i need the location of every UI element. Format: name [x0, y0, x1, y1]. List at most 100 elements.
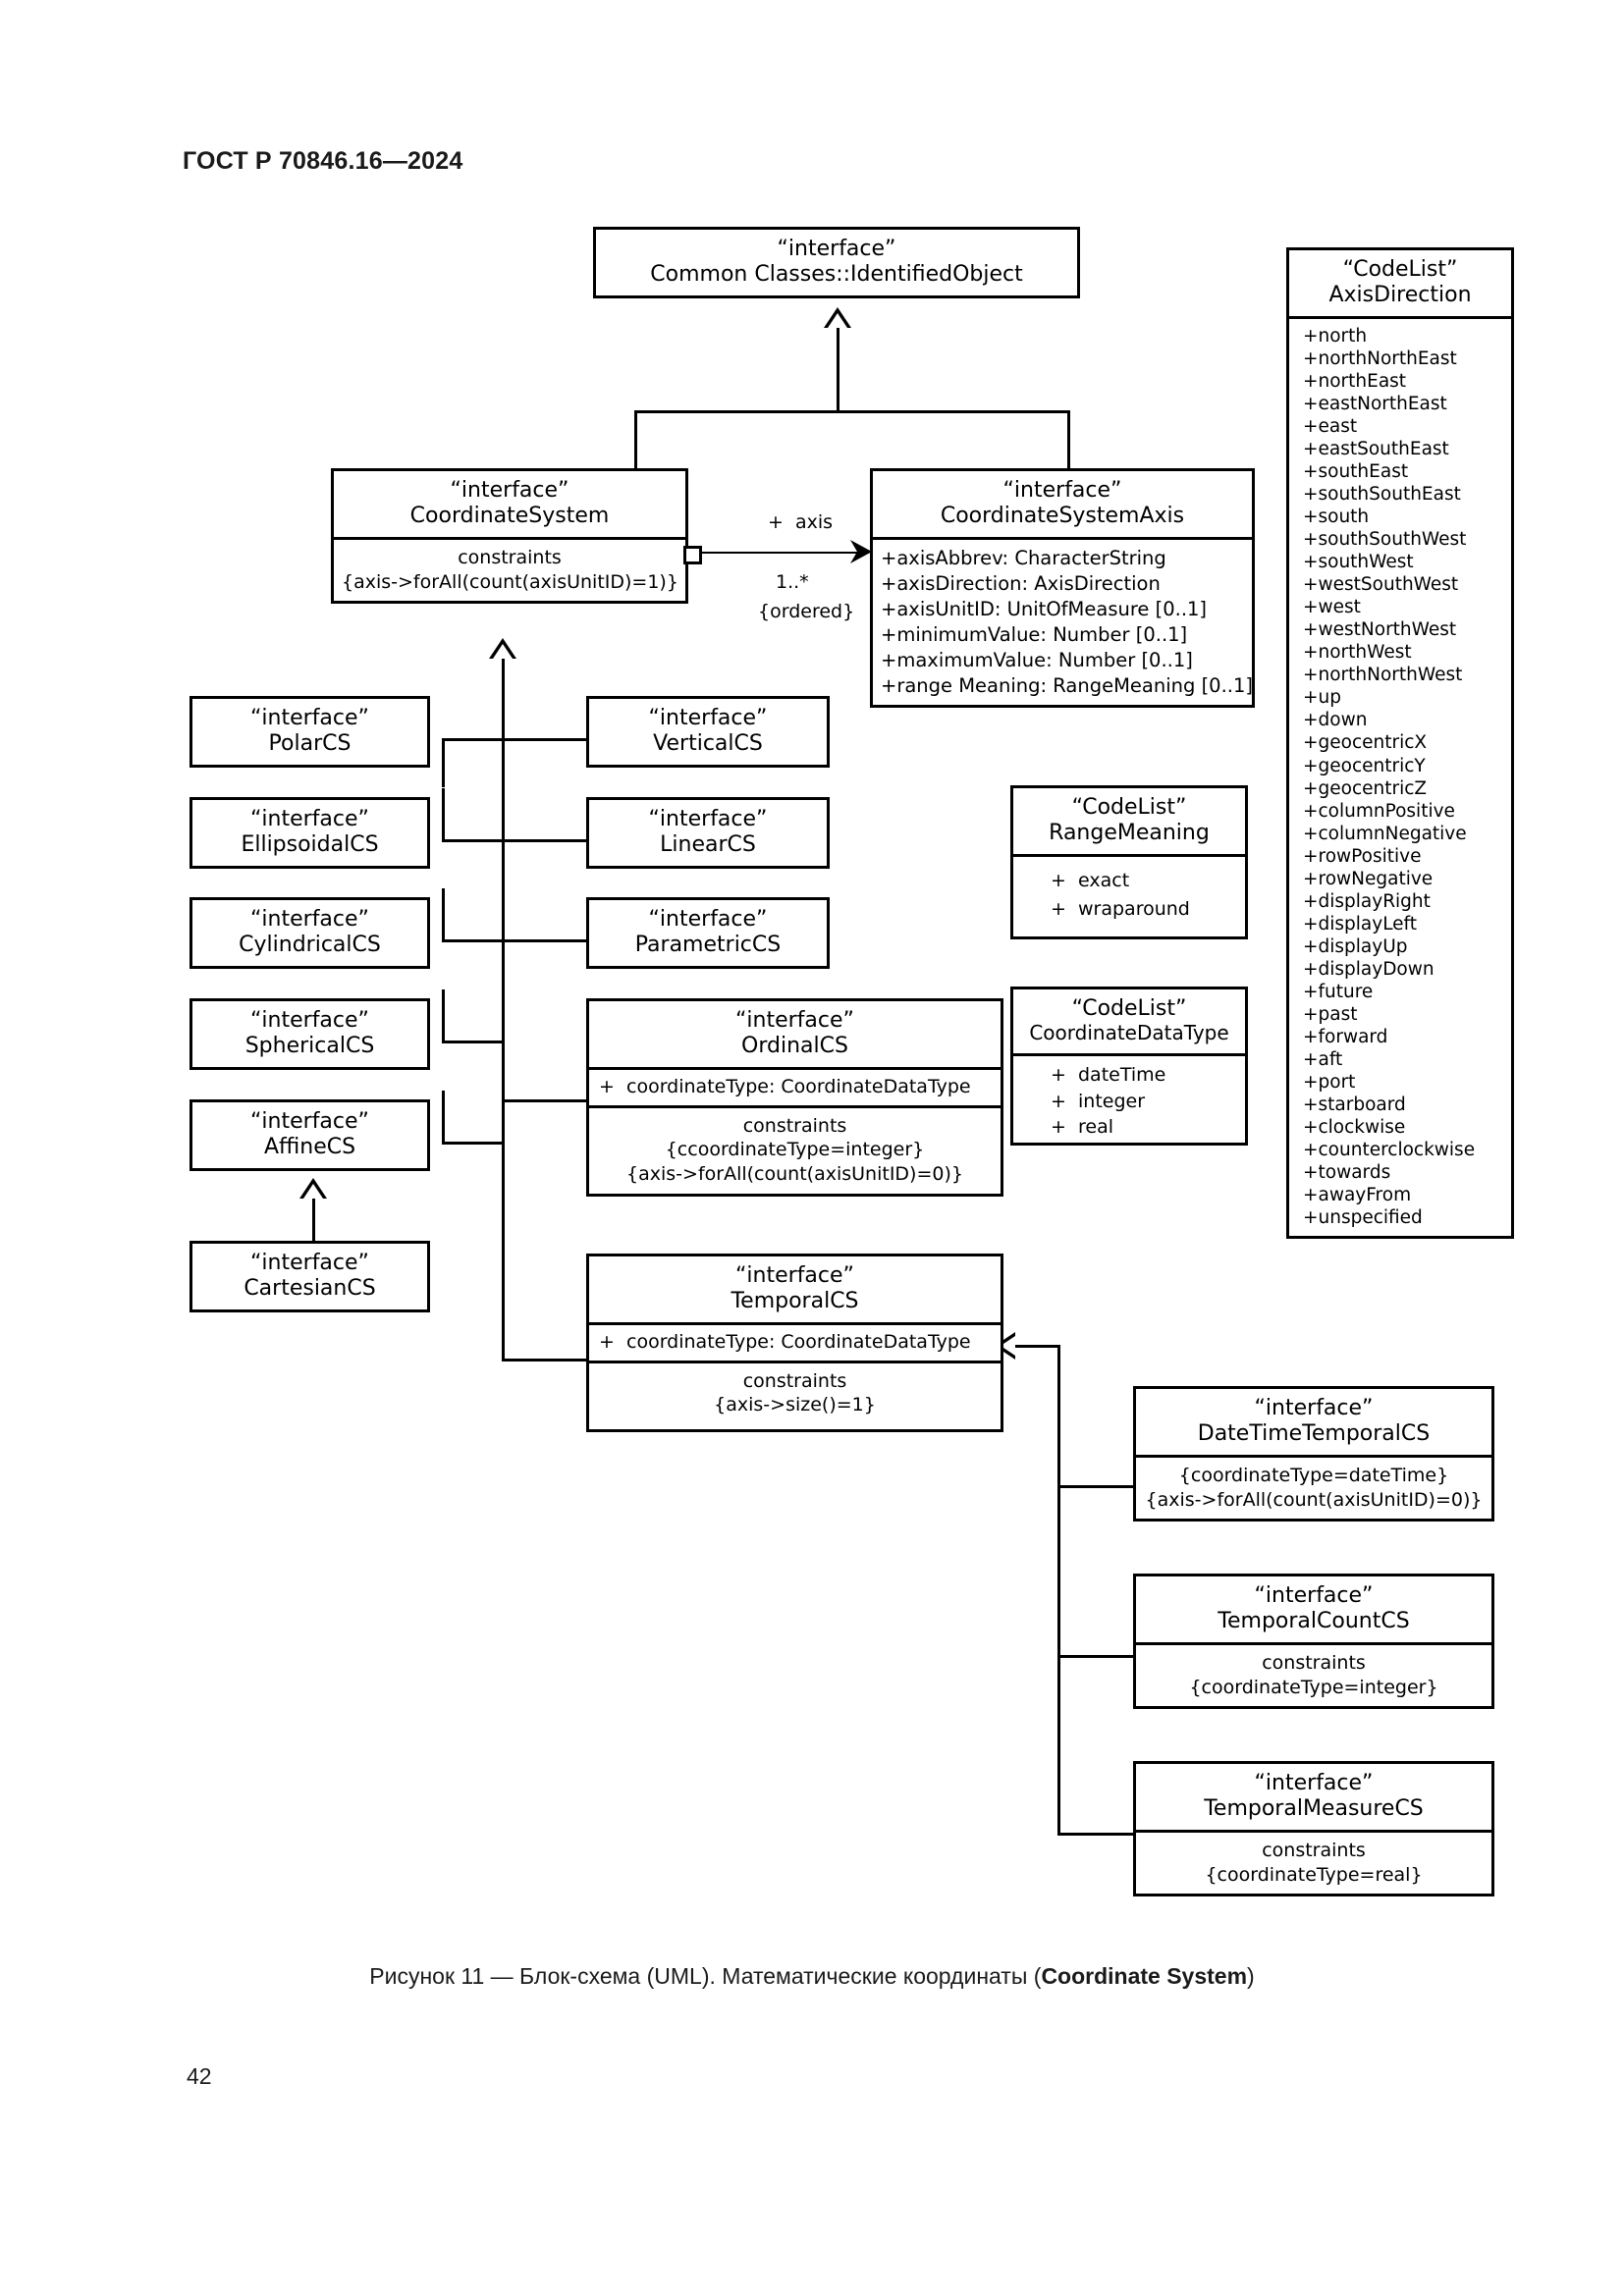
class-constraints: {coordinateType=dateTime} {axis->forAll(… [1136, 1454, 1491, 1519]
codelist-value: +eastSouthEast [1303, 439, 1449, 460]
connector-cs-subclass-trunk [502, 656, 505, 1361]
connector-stub-cylindricalcs [442, 939, 503, 942]
codelist-value: +clockwise [1303, 1117, 1406, 1138]
class-name: Common Classes::IdentifiedObject [650, 261, 1023, 287]
codelist-value: +rowPositive [1303, 845, 1422, 867]
connector-axis-association [687, 552, 869, 554]
class-ellipsoidalcs[interactable]: “interface” EllipsoidalCS [189, 797, 430, 869]
attribute-line: + coordinateType: CoordinateDataType [599, 1075, 971, 1097]
class-parametriccs[interactable]: “interface” ParametricCS [586, 897, 830, 969]
class-header: “interface” PolarCS [192, 699, 427, 765]
connector-vert-cylindricalcs [442, 888, 445, 940]
codelist-header: “CodeList” RangeMeaning [1013, 788, 1245, 854]
class-polarcs[interactable]: “interface” PolarCS [189, 696, 430, 768]
connector-stub-datetimetemporalcs [1057, 1485, 1134, 1488]
class-name: EllipsoidalCS [241, 831, 379, 857]
class-temporalcountcs[interactable]: “interface” TemporalCountCS constraints … [1133, 1574, 1494, 1710]
class-temporalmeasurecs[interactable]: “interface” TemporalMeasureCS constraint… [1133, 1761, 1494, 1897]
class-linearcs[interactable]: “interface” LinearCS [586, 797, 830, 869]
codelist-value: +northNorthEast [1303, 347, 1457, 369]
association-ordering-label: {ordered} [758, 601, 855, 622]
class-attributes: +axisAbbrev: CharacterString +axisDirect… [873, 536, 1253, 706]
codelist-value: + exact [1051, 869, 1130, 891]
codelist-value: +future [1303, 981, 1374, 1002]
connector-stub-parametriccs [502, 939, 588, 942]
codelist-value: + wraparound [1051, 898, 1190, 921]
class-constraints: constraints {ccoordinateType=integer} {a… [589, 1104, 1001, 1194]
codelist-coordinatedatatype[interactable]: “CodeList” CoordinateDataType + dateTime… [1010, 987, 1248, 1147]
class-temporalcs[interactable]: “interface” TemporalCS + coordinateType:… [586, 1254, 1003, 1432]
codelist-value: +starboard [1303, 1094, 1406, 1115]
constraint-line: constraints [742, 1369, 847, 1392]
codelist-value: +rowNegative [1303, 868, 1434, 889]
stereotype-label: “interface” [735, 1263, 854, 1288]
class-ordinalcs[interactable]: “interface” OrdinalCS + coordinateType: … [586, 998, 1003, 1197]
connector-vert-polarcs [442, 738, 445, 787]
class-coordinatesystemaxis[interactable]: “interface” CoordinateSystemAxis +axisAb… [870, 468, 1255, 709]
class-cartesiancs[interactable]: “interface” CartesianCS [189, 1241, 430, 1312]
class-header: “interface” Common Classes::IdentifiedOb… [596, 230, 1077, 295]
codelist-name: CoordinateDataType [1029, 1020, 1229, 1044]
codelist-name: RangeMeaning [1049, 820, 1210, 845]
stereotype-label: “interface” [735, 1008, 854, 1033]
constraint-line: {axis->forAll(count(axisUnitID)=1)} [342, 570, 678, 593]
stereotype-label: “interface” [250, 1008, 369, 1033]
connector-vert-sphericalcs [442, 989, 445, 1041]
connector-to-coordinatesystem [634, 410, 637, 471]
codelist-value: + dateTime [1051, 1063, 1166, 1086]
codelist-header: “CodeList” AxisDirection [1289, 250, 1511, 316]
codelist-value: +displayLeft [1303, 913, 1417, 934]
codelist-value: + real [1051, 1116, 1114, 1139]
codelist-value: +past [1303, 1003, 1358, 1025]
codelist-value: +northWest [1303, 642, 1412, 664]
stereotype-label: “interface” [1002, 478, 1122, 503]
stereotype-label: “interface” [450, 478, 569, 503]
class-verticalcs[interactable]: “interface” VerticalCS [586, 696, 830, 768]
constraint-line: constraints [1262, 1651, 1366, 1674]
class-header: “interface” ParametricCS [589, 900, 827, 966]
class-affinecs[interactable]: “interface” AffineCS [189, 1099, 430, 1171]
association-role-label: + axis [768, 511, 834, 533]
codelist-value: +southSouthWest [1303, 529, 1467, 551]
class-name: VerticalCS [653, 730, 763, 756]
codelist-value: +eastNorthEast [1303, 394, 1447, 414]
connector-stub-polarcs [442, 738, 503, 741]
class-sphericalcs[interactable]: “interface” SphericalCS [189, 998, 430, 1070]
connector-identifiedobject-crossbar [634, 410, 1070, 413]
stereotype-label: “CodeList” [1071, 996, 1187, 1021]
class-header: “interface” CoordinateSystem [334, 471, 685, 537]
codelist-axisdirection[interactable]: “CodeList” AxisDirection +north +northNo… [1286, 247, 1514, 1240]
connector-temporal-sub-trunk [1057, 1345, 1060, 1836]
stereotype-label: “interface” [1254, 1396, 1374, 1420]
class-cylindricalcs[interactable]: “interface” CylindricalCS [189, 897, 430, 969]
connector-identifiedobject-trunk [837, 327, 839, 410]
class-coordinatesystem[interactable]: “interface” CoordinateSystem constraints… [331, 468, 688, 605]
codelist-rangemeaning[interactable]: “CodeList” RangeMeaning + exact + wrapar… [1010, 785, 1248, 939]
class-header: “interface” CoordinateSystemAxis [873, 471, 1252, 537]
class-header: “interface” VerticalCS [589, 699, 827, 765]
association-multiplicity-label: 1..* [776, 571, 809, 593]
connector-temporal-sub-head [1015, 1345, 1060, 1348]
codelist-value: +southEast [1303, 461, 1409, 483]
class-datetimetemporalcs[interactable]: “interface” DateTimeTemporalCS {coordina… [1133, 1386, 1494, 1522]
class-constraints: constraints {coordinateType=real} [1136, 1829, 1491, 1894]
connector-stub-sphericalcs [442, 1041, 503, 1043]
generalization-arrow-temporalcs-fill [1001, 1336, 1015, 1356]
codelist-value: +forward [1303, 1026, 1388, 1047]
class-header: “interface” AffineCS [192, 1102, 427, 1168]
class-name: OrdinalCS [741, 1033, 848, 1058]
codelist-value: +awayFrom [1303, 1185, 1412, 1206]
class-header: “interface” TemporalCS [589, 1256, 1001, 1322]
codelist-value: +up [1303, 687, 1341, 709]
class-identifiedobject[interactable]: “interface” Common Classes::IdentifiedOb… [593, 227, 1080, 298]
caption-suffix: ) [1247, 1963, 1255, 1989]
codelist-value: +northNorthWest [1303, 665, 1463, 686]
constraint-line: {coordinateType=real} [1205, 1863, 1423, 1886]
connector-stub-linearcs [502, 839, 588, 842]
stereotype-label: “interface” [648, 907, 768, 932]
codelist-value: +columnNegative [1303, 823, 1467, 844]
codelist-name: AxisDirection [1328, 282, 1472, 307]
stereotype-label: “interface” [250, 807, 369, 831]
codelist-value: +west [1303, 597, 1361, 618]
connector-stub-ordinalcs [502, 1099, 588, 1102]
